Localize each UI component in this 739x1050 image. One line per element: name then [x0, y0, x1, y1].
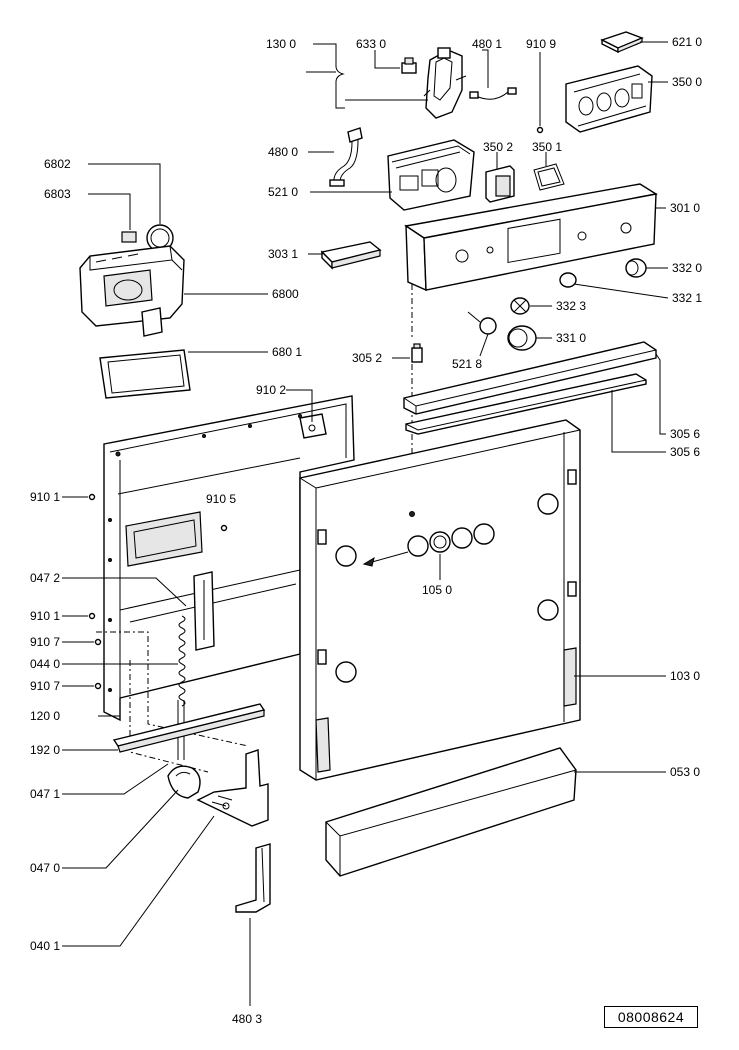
label-332-0: 332 0	[672, 261, 703, 275]
label-305-6b: 305 6	[670, 445, 701, 459]
drawing-code-box: 08008624	[604, 1006, 698, 1028]
label-633-0: 633 0	[356, 37, 387, 51]
label-910-9: 910 9	[526, 37, 557, 51]
part-332-3-button	[510, 297, 552, 315]
leader-047-0	[62, 789, 179, 869]
leader-305-6a	[655, 353, 666, 435]
part-6800-dispenser	[79, 245, 268, 337]
label-301-0: 301 0	[670, 201, 701, 215]
part-350-2-bracket	[485, 152, 515, 203]
label-350-0: 350 0	[672, 75, 703, 89]
part-521-electronic-module	[310, 139, 475, 211]
label-192-0: 192 0	[30, 743, 61, 757]
part-305-6-profile-lower	[405, 373, 647, 435]
part-910-7-screw-a	[62, 638, 102, 646]
part-480-1-cable	[469, 49, 517, 100]
part-332-1-button	[559, 272, 669, 299]
part-350-1-frame	[533, 152, 565, 191]
part-103-outer-door	[299, 419, 666, 781]
part-910-5-screw	[220, 524, 228, 532]
label-130-0: 130 0	[266, 37, 297, 51]
label-910-7b: 910 7	[30, 679, 61, 693]
part-303-1-handle	[308, 241, 382, 270]
part-6802-seal	[88, 163, 174, 252]
part-192-rail	[62, 703, 266, 753]
part-910-1-screw-a	[62, 493, 96, 501]
label-350-1: 350 1	[532, 140, 563, 154]
label-305-6a: 305 6	[670, 427, 701, 441]
part-910-1-screw-b	[62, 612, 96, 620]
label-047-1: 047 1	[30, 787, 61, 801]
part-350-board	[565, 65, 668, 133]
label-047-0: 047 0	[30, 861, 61, 875]
label-331-0: 331 0	[556, 331, 587, 345]
part-910-9-screw	[536, 52, 544, 134]
part-521-8-switch	[467, 311, 497, 357]
guide-line-a	[96, 631, 249, 747]
label-044-0: 044 0	[30, 657, 61, 671]
label-350-2: 350 2	[483, 140, 514, 154]
label-6803: 6803	[44, 187, 71, 201]
label-910-1a: 910 1	[30, 490, 61, 504]
part-910-7-screw-b	[62, 682, 102, 690]
leader-040-1	[62, 815, 215, 947]
part-480-0-cable	[308, 127, 363, 187]
part-6803-clip	[88, 193, 137, 243]
label-910-7a: 910 7	[30, 635, 61, 649]
part-047-hinge-assembly	[167, 749, 269, 827]
label-910-1b: 910 1	[30, 609, 61, 623]
label-6800: 6800	[272, 287, 299, 301]
label-910-2: 910 2	[256, 383, 287, 397]
part-305-6-profile-upper	[403, 341, 657, 415]
label-305-2: 305 2	[352, 351, 383, 365]
label-040-1: 040 1	[30, 939, 61, 953]
label-521-8: 521 8	[452, 357, 483, 371]
label-120-0: 120 0	[30, 709, 61, 723]
part-621-module	[600, 31, 668, 54]
label-680-1: 680 1	[272, 345, 303, 359]
part-301-control-panel	[404, 183, 666, 292]
label-105-0: 105 0	[422, 583, 453, 597]
label-621-0: 621 0	[672, 35, 703, 49]
part-680-1-gasket	[99, 349, 268, 399]
leader-047-2	[62, 577, 187, 607]
label-521-0: 521 0	[268, 185, 299, 199]
bracket-130	[306, 43, 345, 109]
part-480-3-bracket	[235, 843, 271, 1006]
leader-305-6b	[611, 390, 666, 453]
label-480-0: 480 0	[268, 145, 299, 159]
part-door-lock	[345, 47, 467, 119]
part-053-kick-plate	[325, 747, 666, 877]
label-332-1: 332 1	[672, 291, 703, 305]
label-6802: 6802	[44, 157, 71, 171]
label-480-1: 480 1	[472, 37, 503, 51]
leader-047-1	[62, 763, 169, 795]
label-047-2: 047 2	[30, 571, 61, 585]
part-305-2-clip	[392, 343, 423, 363]
label-303-1: 303 1	[268, 247, 299, 261]
label-480-3: 480 3	[232, 1012, 263, 1026]
label-053-0: 053 0	[670, 765, 701, 779]
leader-910-2	[286, 389, 313, 422]
label-910-5: 910 5	[206, 492, 237, 506]
guide-line-b	[129, 660, 209, 773]
label-103-0: 103 0	[670, 669, 701, 683]
label-332-3: 332 3	[556, 299, 587, 313]
part-332-0-knob	[625, 258, 668, 278]
part-633-connector	[374, 50, 417, 74]
part-331-0-knob	[507, 325, 552, 351]
